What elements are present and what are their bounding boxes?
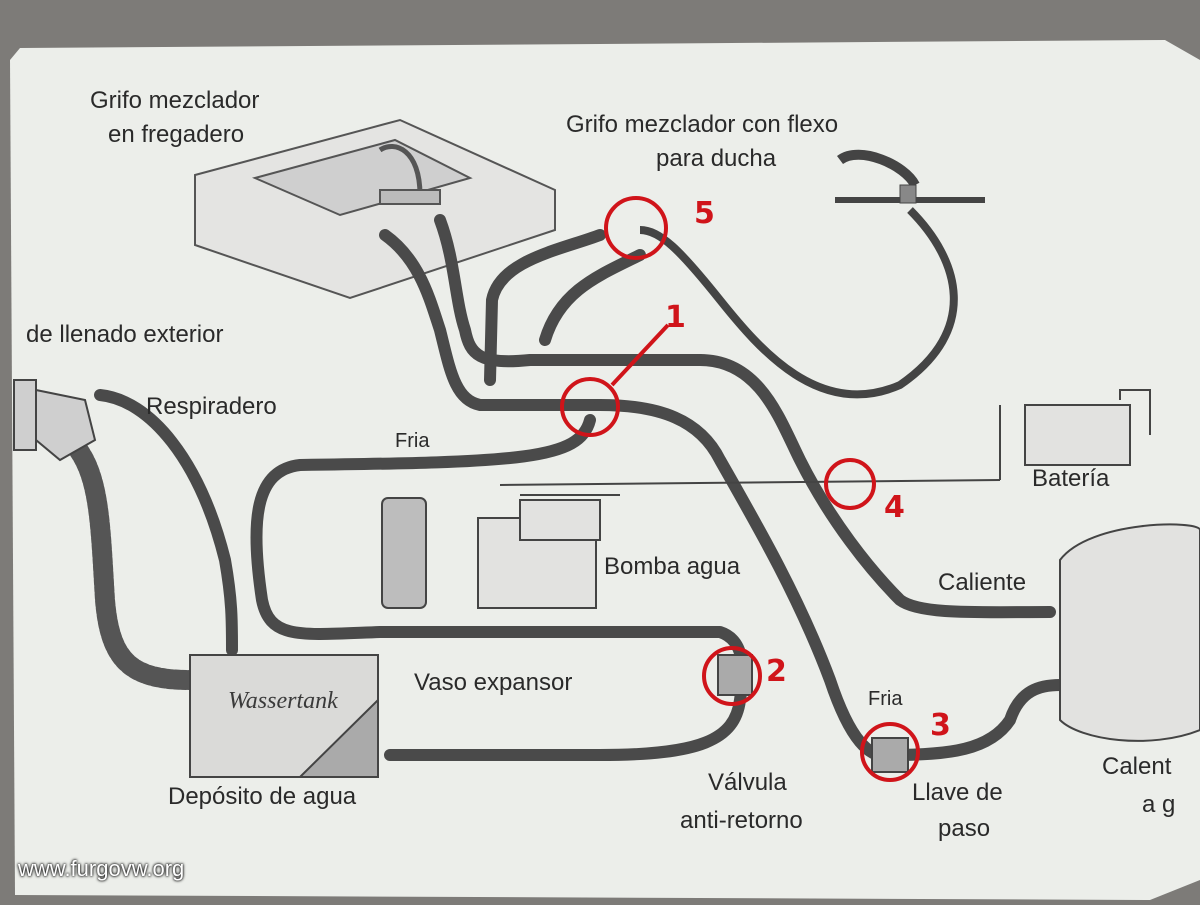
marker-number-5: 5 [694,196,715,231]
marker-number-4: 4 [884,490,905,525]
label-sink-faucet-1: Grifo mezclador [90,87,260,114]
marker-number-1: 1 [665,300,686,335]
label-shower-faucet-1: Grifo mezclador con flexo [566,111,839,138]
marker-number-3: 3 [930,708,951,743]
tank-illustration [189,654,379,778]
label-tank: Depósito de agua [168,783,357,810]
check-valve-illustration [717,654,753,696]
label-heater-2: a g [1142,791,1176,818]
heater-illustration [1059,523,1200,742]
label-cold-top: Fria [395,430,430,452]
label-stopcock-2: paso [938,815,991,842]
sink-illustration [194,118,556,300]
marker-circle-5 [604,196,668,260]
label-breather: Respiradero [146,393,277,420]
label-battery: Batería [1032,465,1110,492]
label-check-valve-2: anti-retorno [680,807,803,834]
marker-circle-4 [824,458,876,510]
label-tank-brand: Wassertank [228,688,338,714]
label-pump: Bomba agua [604,553,741,580]
pipes [60,214,1066,762]
label-shower-faucet-2: para ducha [656,145,777,172]
label-expansion-vessel: Vaso expansor [414,669,573,696]
marker-circle-2 [702,646,762,706]
label-hot: Caliente [938,569,1027,596]
shower-illustration [639,149,985,399]
label-heater-1: Calent [1102,753,1172,780]
label-filler: de llenado exterior [26,321,224,348]
watermark: www.furgovw.org [18,856,185,881]
marker-circle-3 [860,722,920,782]
red-markers [560,196,920,782]
filler-fitting [13,379,97,462]
expansion-vessel-illustration [381,497,427,609]
battery-illustration [499,389,1151,486]
stopcock-illustration [871,737,909,773]
label-stopcock-1: Llave de [912,779,1003,806]
label-check-valve-1: Válvula [708,769,787,796]
label-cold-bottom: Fria [868,688,903,710]
marker-circle-1 [560,377,620,437]
pump-illustration [477,494,620,609]
marker-number-2: 2 [766,654,787,689]
label-sink-faucet-2: en fregadero [108,121,245,148]
